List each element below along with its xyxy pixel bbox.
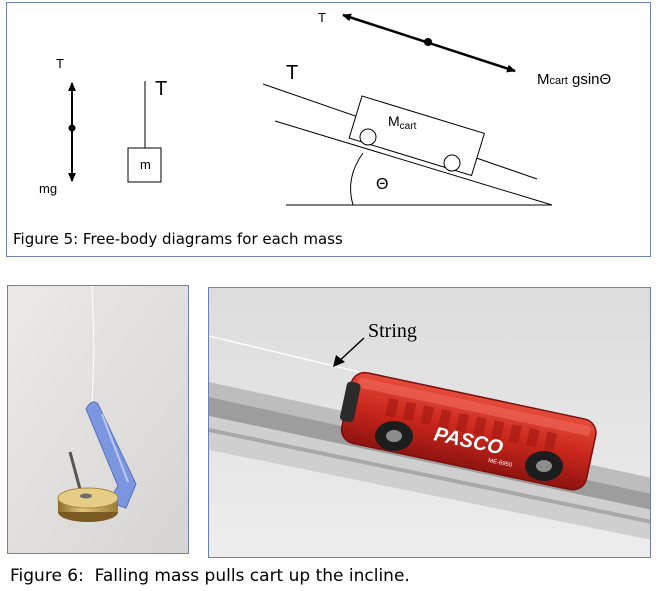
cart-wheel-front: [443, 154, 461, 172]
cart-force-down-label: Mcart gsinΘ: [537, 71, 611, 88]
cart-on-incline-illustration: PASCO ME-6950 String: [209, 288, 650, 557]
cart-force-point: [424, 38, 432, 46]
cart-bumper: [340, 381, 361, 423]
cart-photo: PASCO ME-6950 String: [208, 287, 651, 558]
cart-tension-label: T: [318, 10, 326, 25]
hanging-mass-illustration: [8, 286, 188, 553]
mass-point: [68, 124, 76, 132]
block-m: [127, 147, 162, 183]
string-tension-label: T: [155, 78, 167, 100]
figure-5-caption: Figure 5: Free-body diagrams for each ma…: [13, 230, 343, 248]
figure-5-panel: T mg m T T Mcart gsinΘ Θ T: [6, 2, 651, 257]
block-label: m: [140, 157, 151, 172]
tension-label-up: T: [56, 56, 64, 71]
cart-wheel-rear: [359, 128, 377, 146]
hanging-string: [91, 286, 95, 407]
cart-force-arrow-group: T Mcart gsinΘ: [318, 10, 611, 88]
incline-surface: [274, 120, 553, 206]
weight-label: mg: [39, 181, 57, 196]
hanging-block: m T: [127, 78, 167, 183]
incline-diagram: Θ T Mcart: [262, 62, 553, 206]
cart-model: ME-6950: [487, 458, 513, 469]
angle-label: Θ: [376, 176, 388, 193]
incline-tension-label: T: [286, 62, 298, 84]
hanging-mass-fbd: T mg: [39, 56, 76, 196]
string-label: String: [368, 320, 417, 342]
figure-6-caption: Figure 6: Falling mass pulls cart up the…: [10, 566, 410, 586]
angle-arc: [350, 152, 364, 206]
hanging-mass-photo: [7, 285, 189, 554]
cart-label: Mcart: [388, 113, 417, 132]
free-body-diagram: T mg m T T Mcart gsinΘ Θ T: [39, 10, 611, 206]
track-lower: [209, 416, 650, 540]
